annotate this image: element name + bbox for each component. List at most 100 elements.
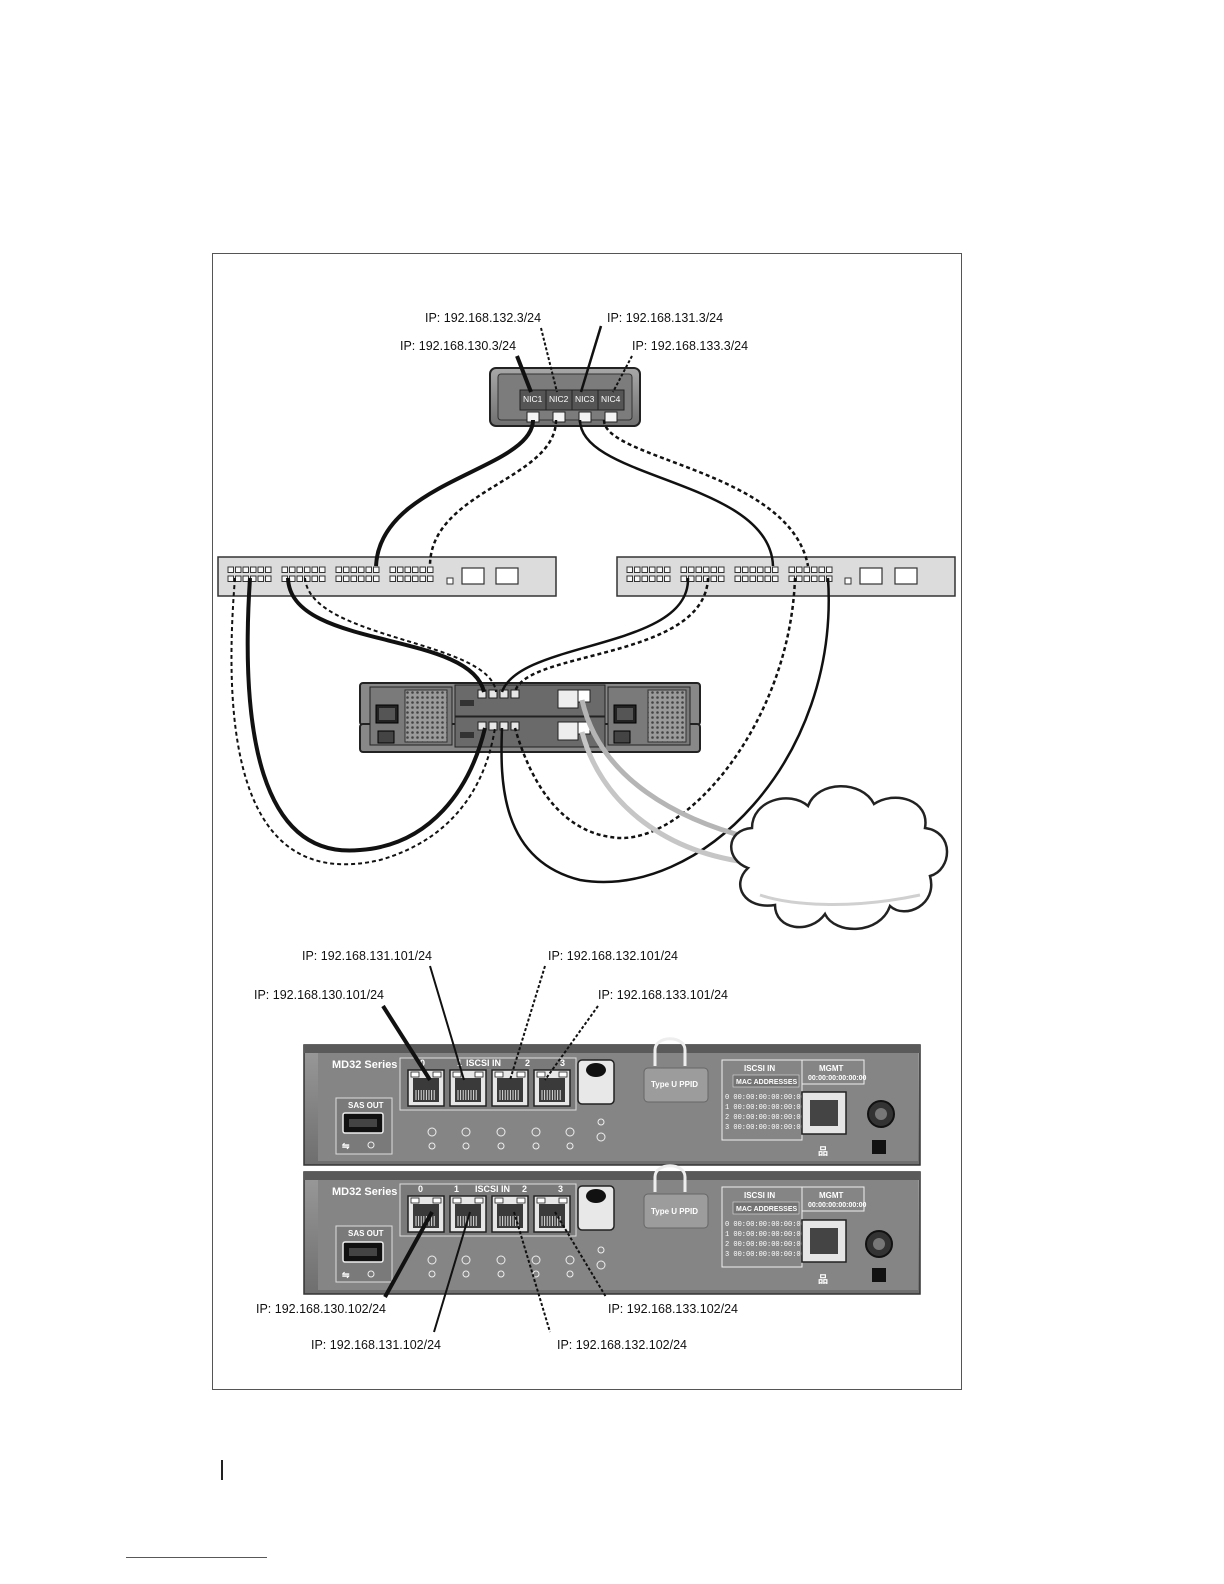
cables-upper bbox=[230, 419, 830, 883]
switch-left-port bbox=[227, 566, 234, 573]
switch-left-port bbox=[427, 566, 434, 573]
ctrl-top-port3-leader bbox=[544, 1005, 599, 1081]
switch-right-port bbox=[826, 566, 833, 573]
cable-nic1-switch bbox=[374, 419, 535, 567]
ctrl-top-ppid: Type U PPID bbox=[651, 1080, 698, 1089]
ctrl-bottom-iscsi-port-1-led-a bbox=[452, 1197, 462, 1204]
switch-left-port bbox=[419, 566, 426, 573]
switch-left-port bbox=[350, 566, 357, 573]
switch-right-port bbox=[634, 575, 641, 582]
ctrl-top-port0-leader bbox=[381, 1004, 432, 1082]
ctrl-bottom-mac-title: MAC ADDRESSES bbox=[736, 1206, 798, 1213]
ctrl-bottom-aux-led bbox=[597, 1246, 605, 1254]
ctrl-top-port2-ip: IP: 192.168.132.101/24 bbox=[548, 949, 678, 963]
switch-right-port bbox=[803, 575, 810, 582]
ctrl-bottom-port0-leader bbox=[383, 1211, 434, 1298]
ctrl-bottom-iscsi-port-3-led-b bbox=[558, 1197, 568, 1204]
nic-4-label: NIC4 bbox=[601, 394, 621, 404]
nic-2-label: NIC2 bbox=[549, 394, 569, 404]
cable-switchL-ctrl1-p0 bbox=[245, 577, 487, 853]
switch-right-port bbox=[626, 566, 633, 573]
ctrl-top-status-icon-1 bbox=[461, 1127, 471, 1137]
nic-3-label: NIC3 bbox=[575, 394, 595, 404]
switch-right-port bbox=[757, 566, 764, 573]
switch-left-port bbox=[389, 566, 396, 573]
ctrl-bottom-status-led-1 bbox=[462, 1270, 470, 1278]
ctrl-bottom-iscsi-port-0-led-a bbox=[410, 1197, 420, 1204]
ctrl-bottom-ppid: Type U PPID bbox=[651, 1207, 698, 1216]
ctrl-top-iscsi-port-0-led-b bbox=[432, 1071, 442, 1078]
switch-left-port bbox=[289, 566, 296, 573]
ctrl-top-port2-num: 2 bbox=[525, 1058, 530, 1068]
ctrl-bottom-sas-icon: ⇋ bbox=[342, 1270, 350, 1280]
ctrl-top-iscsi-port-1-led-a bbox=[452, 1071, 462, 1078]
switch-left-port bbox=[335, 575, 342, 582]
ctrl-top-mgmt: MGMT bbox=[819, 1064, 844, 1073]
ctrl-top-mgmt-mac: 00:00:00:00:00:00 bbox=[808, 1075, 866, 1082]
switch-right-port bbox=[811, 566, 818, 573]
switch-right-port bbox=[764, 575, 771, 582]
switch-right-port bbox=[796, 566, 803, 573]
switch-right-port bbox=[718, 575, 725, 582]
ctrl-bottom-mgmt-mac: 00:00:00:00:00:00 bbox=[808, 1202, 866, 1209]
ctrl-top-service-icon bbox=[872, 1140, 886, 1154]
switch-left-port bbox=[281, 566, 288, 573]
switch-left-port bbox=[343, 566, 350, 573]
switch-left-port bbox=[304, 566, 311, 573]
switch-right-port bbox=[641, 575, 648, 582]
switch-left-port bbox=[296, 566, 303, 573]
ctrl-top-port0-num: 0 bbox=[420, 1058, 425, 1068]
ctrl-top-status-icon-4 bbox=[565, 1127, 575, 1137]
switch-left-port bbox=[397, 575, 404, 582]
switch-right-port bbox=[764, 566, 771, 573]
ctrl-bottom-port2-ip: IP: 192.168.132.102/24 bbox=[557, 1338, 687, 1352]
ctrl-top-port1-leader bbox=[429, 965, 465, 1081]
ctrl-bottom-port1-leader bbox=[433, 1211, 471, 1333]
nic-port-3: NIC3 bbox=[571, 389, 599, 411]
switch-right-port bbox=[680, 575, 687, 582]
switch-left-port bbox=[389, 575, 396, 582]
network-cloud bbox=[730, 785, 949, 930]
switch-left-port bbox=[335, 566, 342, 573]
ctrl-bottom-iscsi-label: ISCSI IN bbox=[475, 1184, 510, 1194]
ctrl-bottom-series: MD32 Series bbox=[332, 1186, 397, 1198]
ethernet-switch-right bbox=[616, 556, 956, 597]
ctrl-bottom-iscsi-port-0-led-b bbox=[432, 1197, 442, 1204]
switch-right-port bbox=[649, 575, 656, 582]
cable-nic2-switch bbox=[428, 419, 558, 567]
switch-right-port bbox=[710, 575, 717, 582]
cloud-shadow bbox=[759, 893, 921, 906]
ctrl-bottom-port0-ip: IP: 192.168.130.102/24 bbox=[256, 1302, 386, 1316]
ctrl-bottom-status-led-0 bbox=[428, 1270, 436, 1278]
ctrl-bottom-mac-iscsi: ISCSI IN bbox=[744, 1191, 775, 1200]
switch-left-port bbox=[373, 566, 380, 573]
ctrl-bottom-mac-row1: 1 00:00:00:00:00:00 bbox=[725, 1231, 805, 1239]
ctrl-bottom-port3-leader bbox=[554, 1211, 607, 1298]
cable-switchR-ctrl0-p3 bbox=[513, 577, 710, 693]
ctrl-top-iscsi-port-1-led-b bbox=[474, 1071, 484, 1078]
switch-right-port bbox=[818, 566, 825, 573]
host-nic2-ip: IP: 192.168.132.3/24 bbox=[425, 311, 541, 325]
page-margin-rule bbox=[221, 1460, 223, 1480]
ctrl-top-sas-icon: ⇋ bbox=[342, 1141, 350, 1151]
ctrl-bottom-port2-num: 2 bbox=[522, 1184, 527, 1194]
ctrl-top-port1-ip: IP: 192.168.131.101/24 bbox=[302, 949, 432, 963]
switch-right-port bbox=[656, 566, 663, 573]
switch-left-port bbox=[412, 575, 419, 582]
switch-right-port bbox=[664, 575, 671, 582]
ctrl-bottom-iscsi-port-1-led-b bbox=[474, 1197, 484, 1204]
ctrl-bottom-mac-row2: 2 00:00:00:00:00:00 bbox=[725, 1241, 805, 1249]
ctrl-top-iscsi-port-2-led-a bbox=[494, 1071, 504, 1078]
switch-left-port bbox=[412, 566, 419, 573]
cable-switchR-ctrl1-p3 bbox=[513, 577, 797, 840]
ctrl-top-status-led-1 bbox=[462, 1142, 470, 1150]
ctrl-bottom-port3-num: 3 bbox=[558, 1184, 563, 1194]
host-nic4-ip: IP: 192.168.133.3/24 bbox=[632, 339, 748, 353]
ctrl-top-mac-row0: 0 00:00:00:00:00:00 bbox=[725, 1094, 805, 1102]
controller-panel-top: MD32 Series ISCSI IN 0 1 2 3 SAS OUT ⇋ T… bbox=[303, 1037, 921, 1166]
ctrl-top-iscsi-port-3-led-a bbox=[536, 1071, 546, 1078]
ctrl-top-status-led-2 bbox=[497, 1142, 505, 1150]
cable-mgmt-ctrl0 bbox=[579, 699, 751, 841]
cable-nic4-switch bbox=[602, 419, 810, 567]
switch-left-port bbox=[227, 575, 234, 582]
